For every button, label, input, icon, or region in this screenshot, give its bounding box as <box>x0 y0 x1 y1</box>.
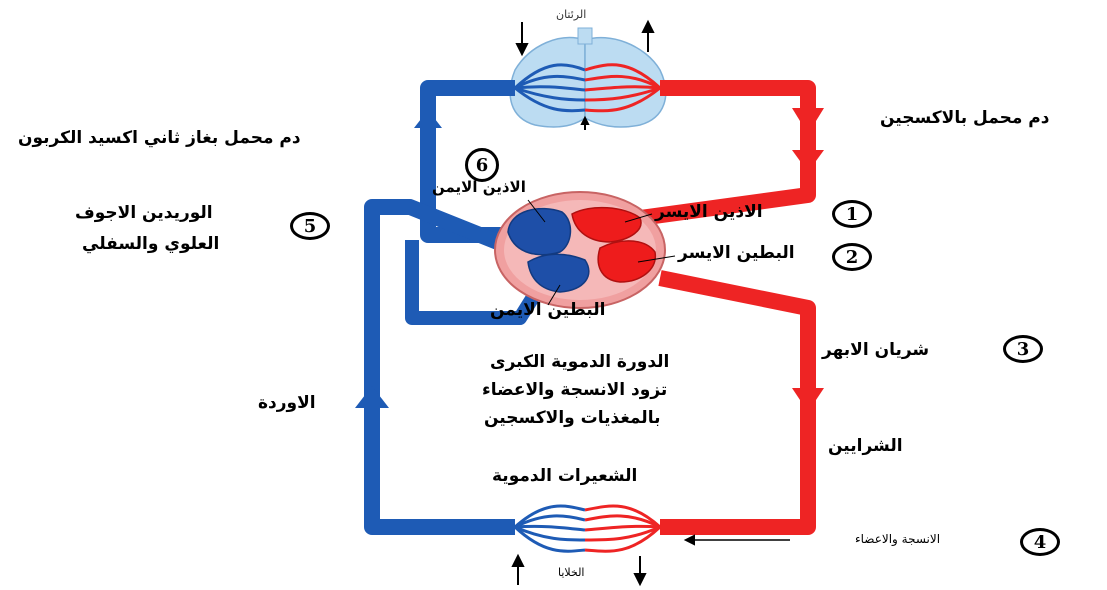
left-ventricle-chamber <box>597 240 656 283</box>
aorta-path <box>658 270 816 535</box>
marker-4: 4 <box>1020 528 1060 556</box>
right-ventricle-chamber <box>527 253 590 293</box>
arteries-label: الشرايين <box>828 436 903 456</box>
leader-lines <box>527 199 676 306</box>
left-atrium-chamber <box>571 206 642 243</box>
air-arrows <box>515 19 655 130</box>
systemic-label-2: تزود الانسجة والاعضاء <box>482 380 668 400</box>
marker-3: 3 <box>1003 335 1043 363</box>
trachea <box>577 27 593 45</box>
capillaries-label: الشعيرات الدموية <box>492 466 638 486</box>
body-capillaries <box>513 504 662 553</box>
veins-label: الاوردة <box>258 393 316 413</box>
lung-capillaries <box>513 63 662 113</box>
lungs <box>509 27 667 128</box>
aorta-down-arrow <box>792 388 824 412</box>
veins-path <box>364 199 515 535</box>
left-lung <box>509 36 586 128</box>
marker-5: 5 <box>290 212 330 240</box>
heart <box>494 191 666 309</box>
systemic-label-3: بالمغذيات والاكسجين <box>484 408 661 428</box>
tissues-organs-label: الانسجة والاعضاء <box>855 532 941 546</box>
marker-1: 1 <box>832 200 872 228</box>
marker-2: 2 <box>832 243 872 271</box>
cells-label: الخلايا <box>558 566 585 579</box>
veins-up-arrow <box>355 386 389 408</box>
pulmonary-down-arrow-2 <box>792 150 824 172</box>
pulmonary-up-arrow <box>414 110 442 128</box>
lungs-label: الرئتان <box>556 8 587 21</box>
marker-6: 6 <box>465 148 499 182</box>
oxygenated-blood-label: دم محمل بالاكسجين <box>880 108 1050 128</box>
right-lung <box>584 36 667 128</box>
left-atrium-label: الاذين الايسر <box>655 202 763 222</box>
vena-cava-label-2: العلوي والسفلي <box>82 234 220 254</box>
systemic-label-1: الدورة الدموية الكبرى <box>490 352 670 372</box>
pulmonary-down-arrow <box>792 108 824 134</box>
left-ventricle-label: البطين الايسر <box>678 243 795 263</box>
vena-cava-label-1: الوريدين الاجوف <box>75 203 213 223</box>
co2-blood-label: دم محمل بغاز ثاني اكسيد الكربون <box>18 128 301 148</box>
cell-arrows <box>511 534 790 587</box>
right-ventricle-label: البطين الايمن <box>490 300 606 320</box>
right-atrium-label: الاذين الايمن <box>432 178 526 196</box>
pulmonary-vein <box>638 80 816 226</box>
aorta-label: شريان الابهر <box>822 340 930 360</box>
right-atrium-chamber <box>507 207 572 256</box>
